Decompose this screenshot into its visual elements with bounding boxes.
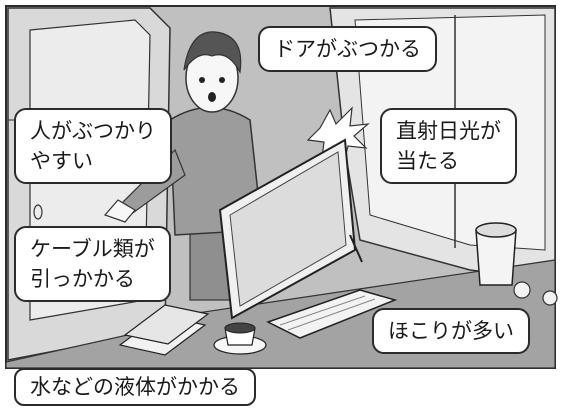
keyboard-icon bbox=[266, 289, 398, 339]
label-person-line-1: 人がぶつかり bbox=[30, 119, 156, 143]
computer-icon bbox=[218, 138, 363, 320]
trash-bin-icon bbox=[475, 222, 517, 286]
books-icon bbox=[118, 304, 210, 356]
sunlight-burst-icon bbox=[306, 106, 370, 164]
label-sunlight-line-1: 直射日光が bbox=[396, 119, 501, 143]
cup-icon bbox=[213, 322, 267, 355]
label-dust-line-1: ほこりが多い bbox=[388, 319, 514, 343]
label-sunlight: 直射日光が 当たる bbox=[380, 108, 517, 184]
label-sunlight-line-2: 当たる bbox=[396, 149, 459, 173]
label-liquid-line-1: 水などの液体がかかる bbox=[30, 375, 240, 399]
label-person-bump: 人がぶつかり やすい bbox=[14, 108, 172, 184]
label-dust: ほこりが多い bbox=[372, 308, 530, 354]
label-liquid-spill: 水などの液体がかかる bbox=[14, 368, 256, 406]
label-door-bump: ドアがぶつかる bbox=[258, 26, 437, 72]
label-cable-snag: ケーブル類が 引っかかる bbox=[14, 226, 171, 302]
dust-icon bbox=[513, 281, 558, 306]
label-door-line-1: ドアがぶつかる bbox=[274, 37, 421, 61]
label-cable-line-2: 引っかかる bbox=[30, 267, 135, 291]
label-person-line-2: やすい bbox=[30, 149, 93, 173]
label-cable-line-1: ケーブル類が bbox=[30, 237, 155, 261]
